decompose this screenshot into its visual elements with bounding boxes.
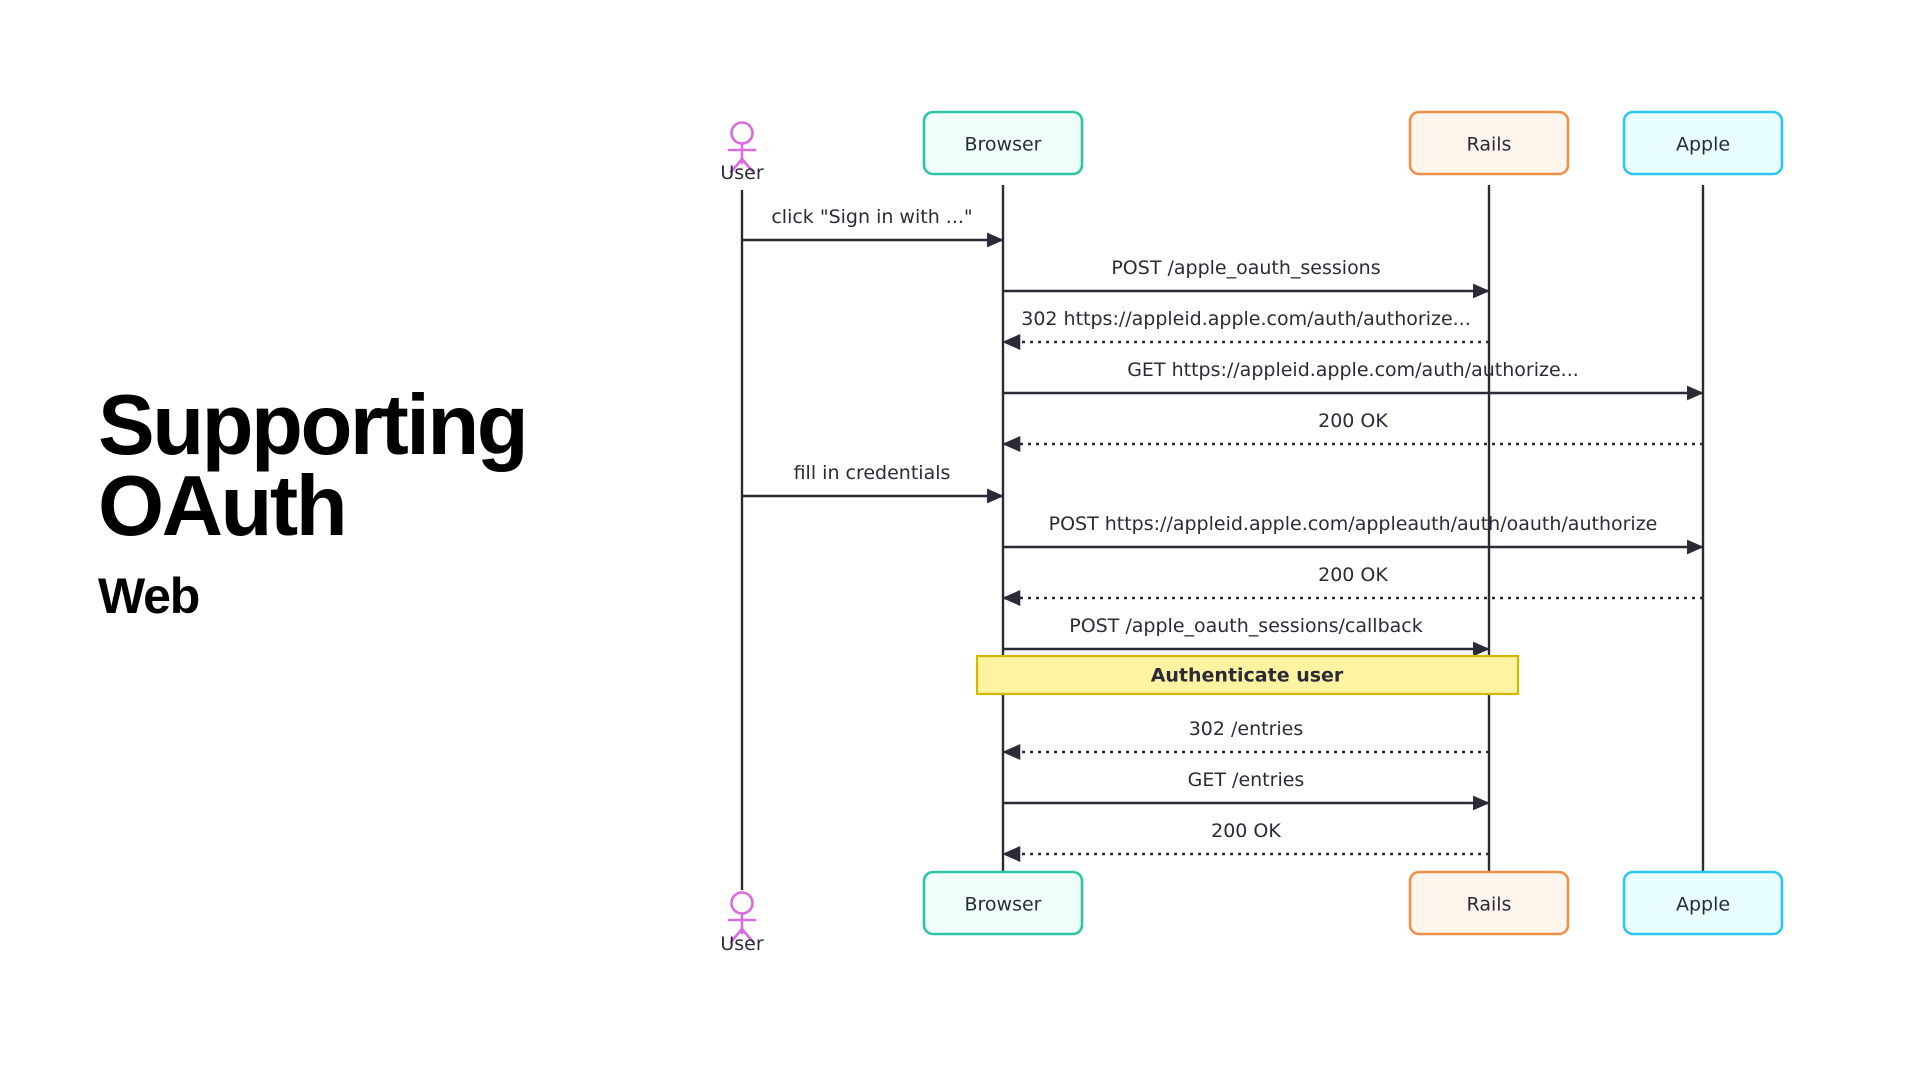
participant-box-rails-top <box>1408 110 1570 176</box>
participant-rails-top[interactable]: Rails <box>1408 110 1570 176</box>
message-label-1: click "Sign in with ..." <box>771 206 972 228</box>
message-2[interactable]: POST /apple_oauth_sessions <box>1003 257 1490 299</box>
message-label-8: 200 OK <box>1318 564 1388 586</box>
participant-label-rails-bottom: Rails <box>1467 894 1512 916</box>
participant-label-user-top: User <box>720 162 763 184</box>
message-label-6: fill in credentials <box>794 462 951 484</box>
page-subtitle: Web <box>98 567 200 624</box>
user-actor-icon-bottom <box>727 891 757 944</box>
participant-rails-bottom[interactable]: Rails <box>1408 870 1570 936</box>
message-4[interactable]: GET https://appleid.apple.com/auth/autho… <box>1003 359 1704 401</box>
participant-user-top[interactable]: User <box>720 121 764 185</box>
note-box-authenticate-user <box>975 654 1520 696</box>
participant-browser-top[interactable]: Browser <box>922 110 1084 176</box>
participant-label-apple-top: Apple <box>1676 134 1730 156</box>
participant-label-user-bottom: User <box>720 933 763 955</box>
messages: click "Sign in with ..." POST /apple_oau… <box>742 206 1704 863</box>
participant-box-rails-bottom <box>1408 870 1570 936</box>
message-10[interactable]: 302 /entries <box>1002 718 1489 761</box>
message-9[interactable]: POST /apple_oauth_sessions/callback <box>1003 615 1490 657</box>
message-label-5: 200 OK <box>1318 410 1388 432</box>
message-3[interactable]: 302 https://appleid.apple.com/auth/autho… <box>1002 308 1489 351</box>
message-7[interactable]: POST https://appleid.apple.com/appleauth… <box>1003 513 1704 555</box>
participant-browser-bottom[interactable]: Browser <box>922 870 1084 936</box>
participant-box-apple-top <box>1622 110 1784 176</box>
participant-label-browser-top: Browser <box>965 134 1042 156</box>
message-6[interactable]: fill in credentials <box>742 462 1004 504</box>
message-8[interactable]: 200 OK <box>1002 564 1703 607</box>
participants-bottom: User Browser Rails Apple <box>720 870 1784 956</box>
participant-box-browser-bottom <box>922 870 1084 936</box>
message-label-11: GET /entries <box>1188 769 1305 791</box>
message-label-7: POST https://appleid.apple.com/appleauth… <box>1049 513 1658 535</box>
message-1[interactable]: click "Sign in with ..." <box>742 206 1004 248</box>
note-authenticate-user[interactable]: Authenticate user <box>975 654 1520 696</box>
message-label-12: 200 OK <box>1211 820 1281 842</box>
participant-label-rails-top: Rails <box>1467 134 1512 156</box>
user-actor-icon <box>727 121 757 174</box>
note-label-authenticate-user: Authenticate user <box>1151 665 1344 687</box>
lifelines <box>740 185 1705 890</box>
participant-box-browser-top <box>922 110 1084 176</box>
message-label-3: 302 https://appleid.apple.com/auth/autho… <box>1021 308 1471 330</box>
participant-user-bottom[interactable]: User <box>720 891 764 956</box>
message-label-2: POST /apple_oauth_sessions <box>1111 257 1380 279</box>
participant-apple-top[interactable]: Apple <box>1622 110 1784 176</box>
message-label-9: POST /apple_oauth_sessions/callback <box>1069 615 1423 637</box>
message-label-4: GET https://appleid.apple.com/auth/autho… <box>1127 359 1579 381</box>
message-11[interactable]: GET /entries <box>1003 769 1490 811</box>
message-label-10: 302 /entries <box>1189 718 1304 740</box>
participant-label-browser-bottom: Browser <box>965 894 1042 916</box>
page-title-line1: Supporting <box>98 378 529 473</box>
participant-box-apple-bottom <box>1622 870 1784 936</box>
message-12[interactable]: 200 OK <box>1002 820 1489 863</box>
participant-apple-bottom[interactable]: Apple <box>1622 870 1784 936</box>
page-title-line2: OAuth <box>98 458 348 554</box>
participant-label-apple-bottom: Apple <box>1676 894 1730 916</box>
message-5[interactable]: 200 OK <box>1002 410 1703 453</box>
participants-top: User Browser Rails Apple <box>720 110 1784 185</box>
